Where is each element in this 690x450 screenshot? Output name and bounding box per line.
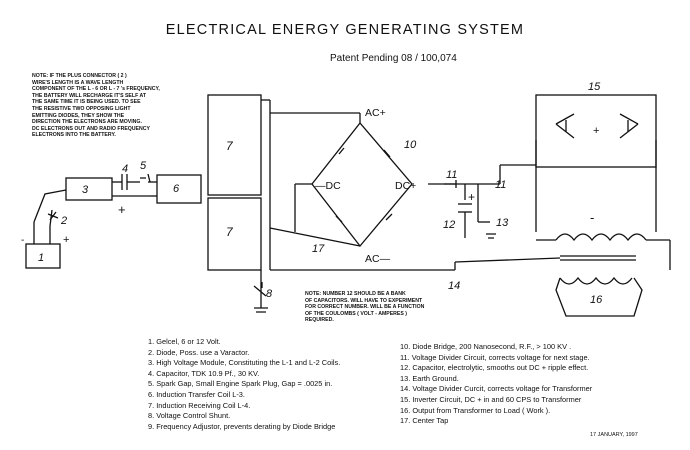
legend-item: 12. Capacitor, electrolytic, smooths out… <box>400 363 589 373</box>
capacitor-12-plus-sign: + <box>468 190 475 204</box>
note-line: NOTE: NUMBER 12 SHOULD BE A BANK <box>305 291 406 297</box>
note-line: THE RESISTIVE TWO OPPOSING LIGHT <box>32 105 131 112</box>
voltage-divider-symbol <box>444 180 457 188</box>
legend-item: 16. Output from Transformer to Load ( Wo… <box>400 405 551 415</box>
inverter-plus-sign: + <box>593 125 599 137</box>
note-line: OF CAPACITORS. WILL HAVE TO EXPERIMENT <box>305 297 423 304</box>
note-plus-connector: NOTE: IF THE PLUS CONNECTOR ( 2 ) WIRE'S… <box>32 73 160 139</box>
diode-label: 2 <box>60 215 67 227</box>
dc-plus-label: DC+ <box>395 180 416 192</box>
ac-minus-label: AC— <box>365 253 391 265</box>
transformer-secondary-coil <box>559 276 633 285</box>
legend-left: 1. Gelcel, 6 or 12 Volt. 2. Diode, Poss.… <box>148 337 340 432</box>
hv-module-label: 3 <box>82 184 89 196</box>
inverter-circuit-box <box>535 94 657 168</box>
center-tap-label: 17 <box>312 243 325 255</box>
wire <box>33 189 67 223</box>
diode-bridge-label: 10 <box>404 139 417 151</box>
voltage-divider-label-2: 11 <box>495 179 506 191</box>
coil-7-top-label: 7 <box>226 139 234 153</box>
dc-minus-label: —DC <box>315 180 341 192</box>
legend-item: 11. Voltage Divider Circuit, corrects vo… <box>400 352 590 362</box>
inverter-transistor-right <box>619 113 639 139</box>
patent-subtitle: Patent Pending 08 / 100,074 <box>330 53 457 64</box>
ac-plus-label: AC+ <box>365 107 386 119</box>
hv-module-box <box>65 177 113 201</box>
note-line: ELECTRONS INTO THE BATTERY. <box>32 132 116 139</box>
voltage-divider-label: 11 <box>446 169 457 181</box>
note-line: THE SAME TIME IT IS BEING USED. TO SEE <box>32 99 141 106</box>
diode-symbol <box>47 211 59 221</box>
note-line: WIRE'S LENGTH IS A WAVE LENGTH <box>32 79 124 86</box>
note-line: NOTE: IF THE PLUS CONNECTOR ( 2 ) <box>32 73 127 79</box>
document-date: 17 JANUARY, 1997 <box>590 432 638 438</box>
note-line: COMPONENT OF THE L - 6 OR L - 7 's FREQU… <box>32 86 160 93</box>
legend-item: 5. Spark Gap, Small Engine Spark Plug, G… <box>148 379 333 389</box>
note-capacitor-bank: NOTE: NUMBER 12 SHOULD BE A BANK OF CAPA… <box>305 291 424 324</box>
inverter-minus-sign: - <box>590 210 594 225</box>
wire <box>454 257 561 263</box>
legend-item: 17. Center Tap <box>400 416 449 426</box>
diode-bridge <box>311 121 413 248</box>
capacitor-label: 4 <box>122 163 128 175</box>
legend-item: 14. Voltage Divider Curcit, corrects vol… <box>400 384 593 394</box>
legend-item: 1. Gelcel, 6 or 12 Volt. <box>148 337 221 346</box>
legend-right: 10. Diode Bridge, 200 Nanosecond, R.F., … <box>400 342 592 427</box>
bridge-diode-mark <box>335 147 393 223</box>
legend-item: 10. Diode Bridge, 200 Nanosecond, R.F., … <box>400 342 572 351</box>
inverter-transistor-left <box>555 113 575 139</box>
induction-transfer-coil-label: 6 <box>173 183 180 195</box>
induction-transfer-coil-box <box>156 174 202 204</box>
spark-gap-symbol <box>140 173 151 183</box>
battery-plus-sign: + <box>63 234 69 246</box>
battery-box <box>25 243 61 269</box>
output-to-load-label: 16 <box>590 294 603 306</box>
spark-gap-label: 5 <box>140 160 147 172</box>
capacitor-plus-sign: + <box>118 202 126 217</box>
legend-item: 6. Induction Transfer Coil L-3. <box>148 389 245 399</box>
coil-7-bottom-label: 7 <box>226 225 234 239</box>
legend-item: 7. Induction Receiving Coil L-4. <box>148 400 251 410</box>
wire <box>269 227 361 247</box>
shunt-label: 8 <box>266 288 273 300</box>
ground-symbol <box>254 307 268 313</box>
induction-receiving-coil-bottom <box>207 197 262 271</box>
induction-receiving-coil-top <box>207 94 262 196</box>
legend-item: 2. Diode, Poss. use a Varactor. <box>148 347 250 357</box>
earth-ground-label: 13 <box>496 217 509 229</box>
legend-item: 9. Frequency Adjustor, prevents derating… <box>148 421 336 431</box>
legend-item: 4. Capacitor, TDK 10.9 Pf., 30 KV. <box>148 368 260 378</box>
shunt-symbol <box>253 282 267 297</box>
earth-ground-symbol <box>486 233 496 239</box>
note-line: EMITTING DIODES, THEY SHOW THE <box>32 112 125 119</box>
note-line: DC ELECTRONS OUT AND RADIO FREQUENCY <box>32 125 150 132</box>
battery-minus-sign: - <box>21 235 24 246</box>
note-line: FOR CORRECT NUMBER. WILL BE A FUNCTION <box>305 304 425 311</box>
legend-item: 3. High Voltage Module, Constituting the… <box>148 358 341 368</box>
page-title: ELECTRICAL ENERGY GENERATING SYSTEM <box>165 22 525 38</box>
voltage-divider-transformer-label: 14 <box>448 280 460 292</box>
battery-label: 1 <box>38 252 44 264</box>
note-line: THE BATTERY WILL RECHARGE IT'S SELF AT <box>32 92 147 99</box>
legend-item: 8. Voltage Control Shunt. <box>148 411 231 421</box>
note-line: REQUIRED. <box>305 317 334 324</box>
legend-item: 15. Inverter Circuit, DC + in and 60 CPS… <box>400 394 582 404</box>
inverter-circuit-label: 15 <box>588 81 601 93</box>
note-line: DIRECTION THE ELECTRONS ARE MOVING. <box>32 119 142 126</box>
legend-item: 13. Earth Ground. <box>400 373 459 383</box>
output-to-load-loop <box>555 277 643 317</box>
transformer-primary-coil <box>555 233 647 242</box>
electrolytic-capacitor-label: 12 <box>443 219 455 231</box>
note-line: OF THE COULOMBS ( VOLT - AMPERES ) <box>305 310 408 317</box>
